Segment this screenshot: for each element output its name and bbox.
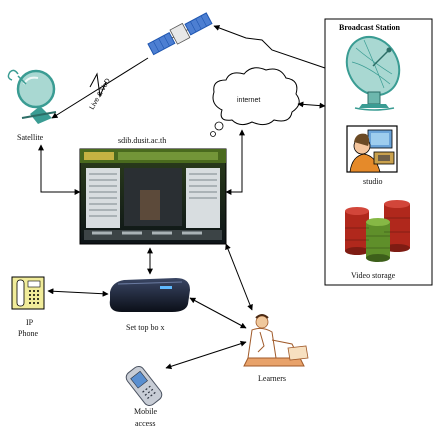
- studio-icon: [347, 126, 397, 172]
- learners-label: Learners: [258, 374, 286, 383]
- ip-phone-label-line2: Phone: [18, 329, 38, 338]
- satellite-label: Satellite: [17, 133, 44, 142]
- phone-settopbox-arrow: [48, 291, 108, 294]
- internet-station-arrow: [298, 104, 325, 106]
- settopbox-learners-arrow: [190, 298, 246, 328]
- ip-phone-icon: [12, 277, 44, 309]
- mobile-label-line1: Mobile: [134, 407, 158, 416]
- website-label: sdib.dusit.ac.th: [118, 136, 166, 145]
- internet-label: internet: [237, 97, 260, 104]
- satellite-dish-icon: [8, 70, 56, 124]
- broadcast-station-label: Broadcast Station: [339, 23, 401, 32]
- set-top-box-icon: [110, 278, 190, 312]
- mobile-label-line2: access: [135, 419, 155, 428]
- internet-website-arrow: [226, 130, 242, 192]
- video-storage-label: Video storage: [351, 271, 396, 280]
- broadcast-station-panel: Broadcast Station studio: [325, 19, 432, 285]
- mobile-phone-icon: [124, 364, 164, 408]
- mobile-learners-arrow: [166, 342, 246, 368]
- uplink-arrow: [214, 26, 325, 68]
- ip-phone-label-line1: IP: [26, 318, 34, 327]
- studio-label: studio: [363, 177, 383, 186]
- learners-icon: [244, 315, 308, 366]
- set-top-box-label: Set top bo x: [126, 323, 164, 332]
- website-screenshot[interactable]: [80, 149, 226, 244]
- orbit-satellite-icon: [147, 11, 213, 56]
- satellite-website-arrow: [41, 145, 80, 192]
- website-learners-arrow: [226, 244, 252, 310]
